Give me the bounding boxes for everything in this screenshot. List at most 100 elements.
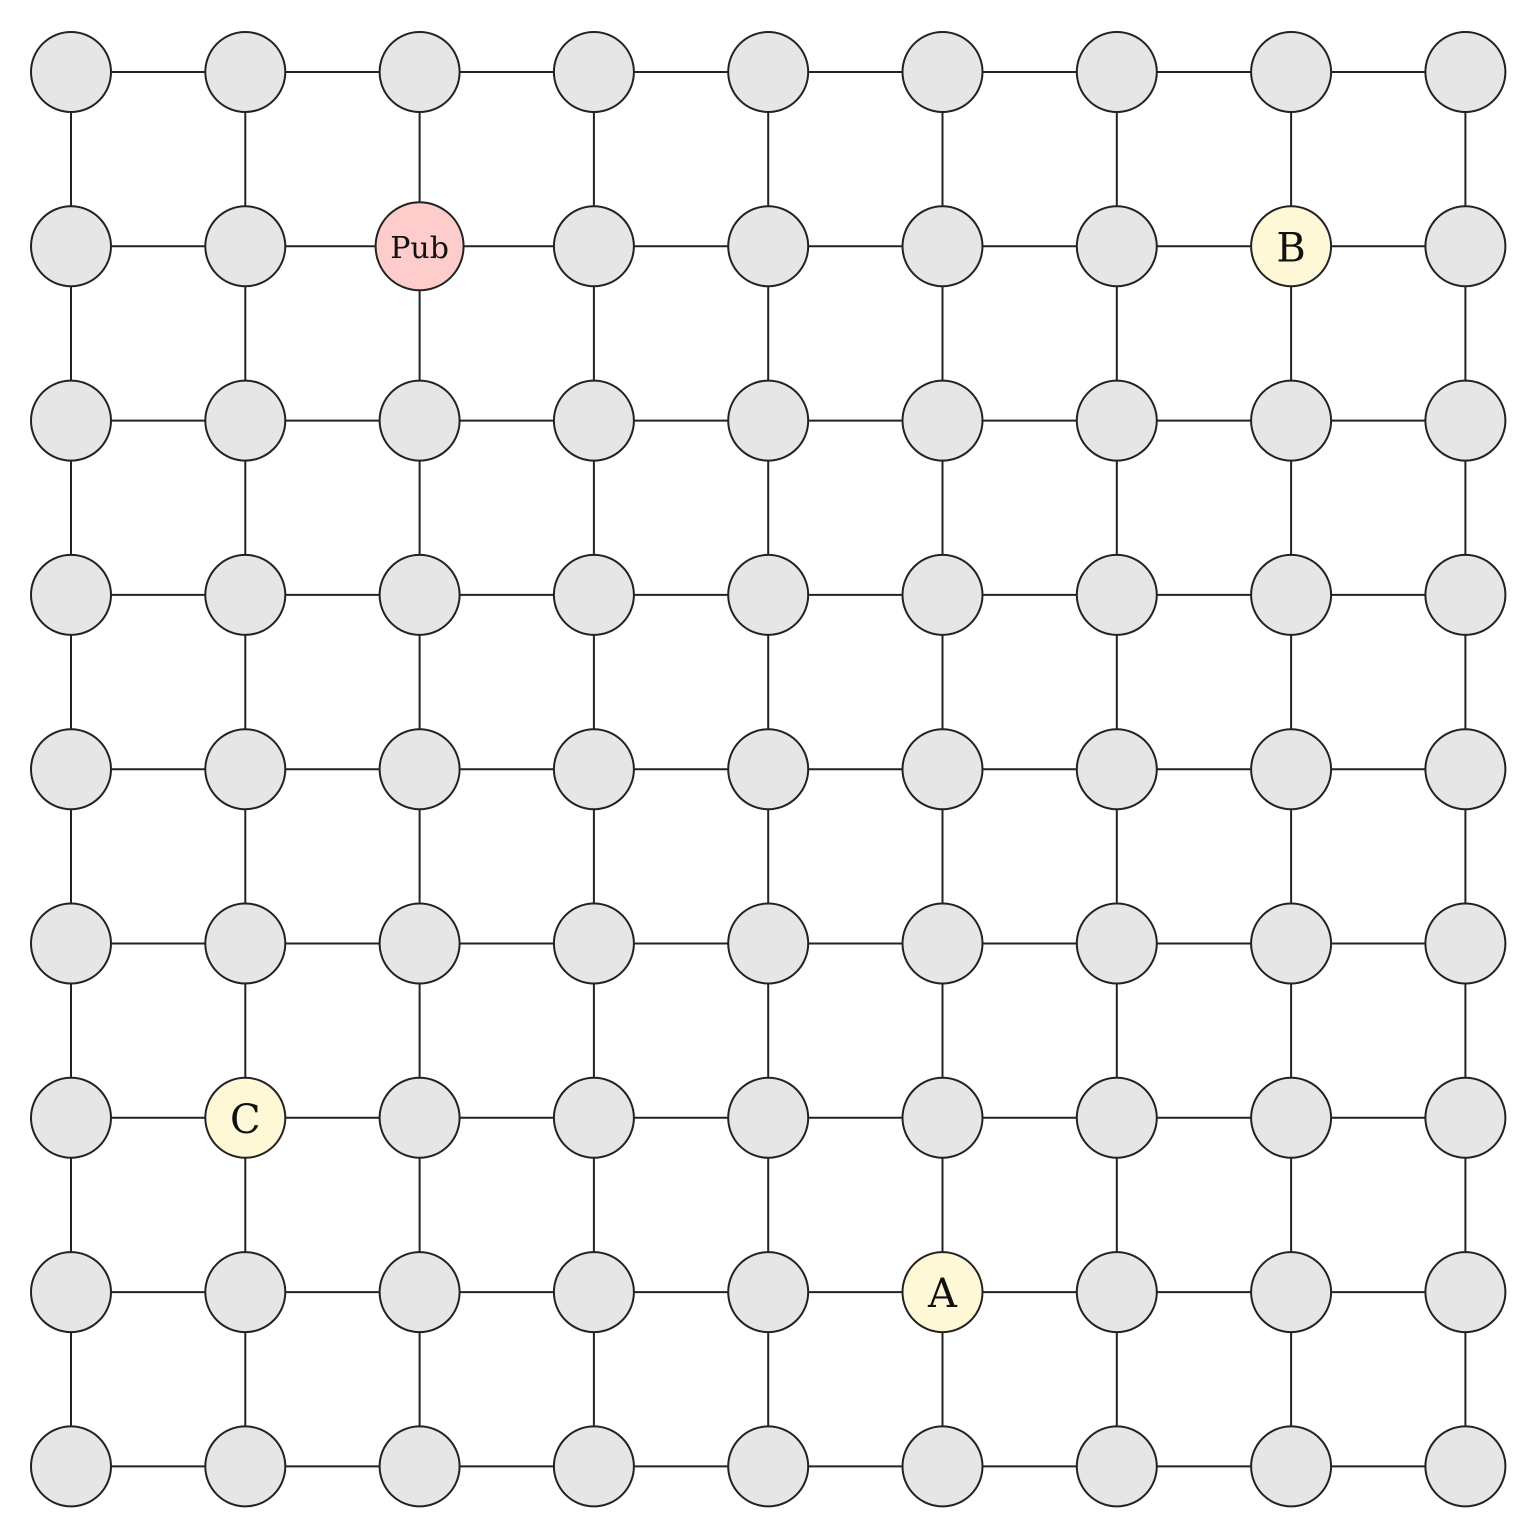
node-6-0 (30, 1076, 112, 1159)
node-c: C (204, 1076, 287, 1159)
node-circle (204, 728, 287, 811)
node-6-8 (1424, 1076, 1507, 1159)
node-circle (1424, 553, 1507, 636)
node-circle (901, 1076, 984, 1159)
node-circle (727, 1076, 810, 1159)
node-label-pub: Pub (390, 231, 449, 266)
node-8-1 (204, 1425, 287, 1508)
node-4-3 (552, 728, 635, 811)
node-circle (1250, 1251, 1333, 1334)
node-8-8 (1424, 1425, 1507, 1508)
node-5-5 (901, 902, 984, 985)
node-circle (204, 379, 287, 462)
node-circle (378, 728, 461, 811)
node-circle (374, 201, 465, 292)
node-5-4 (727, 902, 810, 985)
node-circle (901, 31, 984, 113)
node-4-0 (30, 728, 112, 811)
node-8-4 (727, 1425, 810, 1508)
node-6-2 (378, 1076, 461, 1159)
node-circle (378, 1425, 461, 1508)
node-circle (1075, 902, 1158, 985)
node-0-5 (901, 31, 984, 113)
node-circle (378, 1076, 461, 1159)
node-circle (1424, 902, 1507, 985)
node-circle (1075, 728, 1158, 811)
node-circle (30, 1425, 112, 1508)
node-3-4 (727, 553, 810, 636)
node-7-8 (1424, 1251, 1507, 1334)
node-5-0 (30, 902, 112, 985)
node-circle (30, 1251, 112, 1334)
node-circle (727, 728, 810, 811)
node-circle (1424, 1076, 1507, 1159)
node-7-1 (204, 1251, 287, 1334)
node-circle (204, 1076, 287, 1159)
node-3-5 (901, 553, 984, 636)
node-circle (30, 1076, 112, 1159)
node-circle (552, 1076, 635, 1159)
node-circle (1250, 379, 1333, 462)
node-circle (378, 1251, 461, 1334)
node-circle (30, 205, 112, 288)
node-6-3 (552, 1076, 635, 1159)
node-circle (204, 902, 287, 985)
node-circle (204, 205, 287, 288)
node-circle (1075, 379, 1158, 462)
node-circle (1075, 1425, 1158, 1508)
node-7-7 (1250, 1251, 1333, 1334)
node-3-1 (204, 553, 287, 636)
node-circle (1424, 31, 1507, 113)
node-circle (378, 902, 461, 985)
node-2-5 (901, 379, 984, 462)
node-circle (552, 1251, 635, 1334)
node-0-4 (727, 31, 810, 113)
node-circle (727, 31, 810, 113)
node-4-5 (901, 728, 984, 811)
node-0-2 (378, 31, 461, 113)
node-circle (901, 1251, 984, 1334)
node-circle (552, 205, 635, 288)
node-7-4 (727, 1251, 810, 1334)
node-8-5 (901, 1425, 984, 1508)
node-2-2 (378, 379, 461, 462)
node-3-6 (1075, 553, 1158, 636)
node-4-2 (378, 728, 461, 811)
node-circle (1075, 553, 1158, 636)
node-circle (901, 902, 984, 985)
node-1-1 (204, 205, 287, 288)
node-circle (1424, 1251, 1507, 1334)
node-4-8 (1424, 728, 1507, 811)
node-circle (552, 1425, 635, 1508)
node-3-8 (1424, 553, 1507, 636)
node-7-2 (378, 1251, 461, 1334)
node-circle (1424, 205, 1507, 288)
node-circle (1075, 1251, 1158, 1334)
node-circle (1075, 31, 1158, 113)
node-circle (1250, 553, 1333, 636)
node-2-3 (552, 379, 635, 462)
node-circle (1250, 1076, 1333, 1159)
node-1-8 (1424, 205, 1507, 288)
node-3-3 (552, 553, 635, 636)
node-2-1 (204, 379, 287, 462)
node-circle (1424, 1425, 1507, 1508)
node-5-1 (204, 902, 287, 985)
node-0-0 (30, 31, 112, 113)
node-b: B (1250, 205, 1333, 288)
node-circle (378, 31, 461, 113)
node-2-7 (1250, 379, 1333, 462)
node-circle (30, 728, 112, 811)
node-5-2 (378, 902, 461, 985)
node-circle (552, 902, 635, 985)
node-circle (204, 553, 287, 636)
node-circle (378, 379, 461, 462)
node-label-b: B (1276, 225, 1305, 271)
node-0-8 (1424, 31, 1507, 113)
node-circle (30, 553, 112, 636)
node-6-5 (901, 1076, 984, 1159)
node-circle (727, 379, 810, 462)
node-circle (1250, 31, 1333, 113)
node-circle (30, 379, 112, 462)
